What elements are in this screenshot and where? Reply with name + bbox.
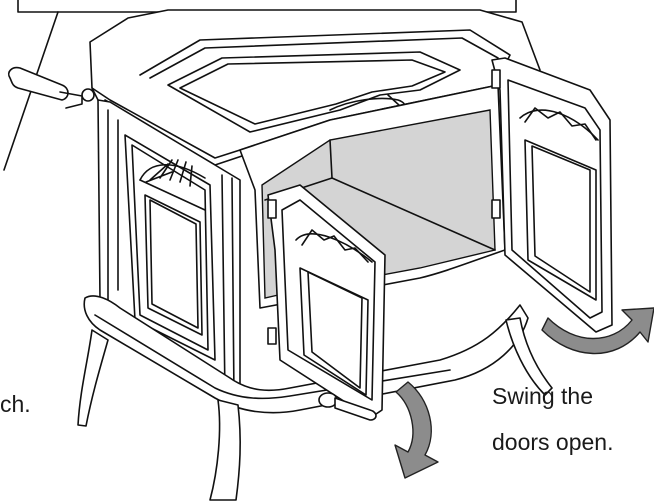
right-door-hinge-top [491, 69, 501, 89]
caption-swing-line2: doors open. [492, 429, 614, 455]
curved-right-arrow-icon [541, 307, 654, 355]
stove-legs [77, 317, 553, 501]
door-handle [318, 392, 377, 421]
left-door-hinge-top [267, 199, 277, 219]
left-door [267, 184, 386, 419]
right-door-hinge-bottom [491, 199, 501, 219]
curved-down-arrow-icon [394, 381, 439, 479]
caption-fragment-left: ch. [0, 391, 31, 417]
right-door [491, 57, 613, 333]
caption-swing-line1: Swing the [492, 383, 594, 409]
left-door-hinge-bottom [267, 327, 277, 345]
side-handle [7, 66, 95, 109]
